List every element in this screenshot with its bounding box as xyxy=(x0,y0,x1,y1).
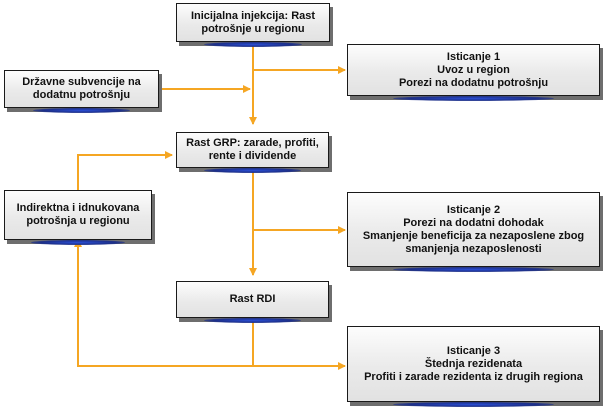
indirect-line2: potrošnja u regionu xyxy=(26,215,130,227)
rdi-line1: Rast RDI xyxy=(229,293,276,305)
arrow-rdi-to-leak3 xyxy=(252,318,346,370)
subsidies-line2: dodatnu potrošnju xyxy=(32,89,131,101)
grp-line2: rente i dividende xyxy=(208,150,297,162)
leak2-line2: Smanjenje beneficija za nezaposlene zbog xyxy=(362,229,585,242)
leak3-title: Isticanje 3 xyxy=(446,344,501,357)
grp-line1: Rast GRP: zarade, profiti, xyxy=(186,137,319,149)
leak3-line2: Profiti i zarade rezidenta iz drugih reg… xyxy=(364,370,583,383)
box-leakage-3: Isticanje 3 Štednja rezidenata Profiti i… xyxy=(347,326,600,407)
leak3-line1: Štednja rezidenata xyxy=(424,357,523,370)
box-government-subsidies: Državne subvencije na dodatnu potrošnju xyxy=(4,70,159,113)
box-grp-growth: Rast GRP: zarade, profiti, rente i divid… xyxy=(176,132,329,173)
box-leakage-1: Isticanje 1 Uvoz u region Porezi na doda… xyxy=(347,44,600,101)
leak2-line1: Porezi na dodatni dohodak xyxy=(403,216,544,229)
leak1-line1: Uvoz u region xyxy=(437,63,510,76)
leak2-title: Isticanje 2 xyxy=(446,203,501,216)
arrow-loop-to-indirect xyxy=(74,239,253,367)
leak1-title: Isticanje 1 xyxy=(446,50,501,63)
box-leakage-2: Isticanje 2 Porezi na dodatni dohodak Sm… xyxy=(347,192,600,272)
leak2-line3: smanjenja nezaposlenosti xyxy=(405,242,542,255)
injection-line2: potrošnje u regionu xyxy=(201,22,305,35)
box-initial-injection: Inicijalna injekcija: Rast potrošnje u r… xyxy=(176,3,330,47)
injection-line1: Inicijalna injekcija: Rast xyxy=(190,9,316,22)
box-indirect-induced-spending: Indirektna i idnukovana potrošnja u regi… xyxy=(4,190,152,245)
subsidies-line1: Državne subvencije na xyxy=(22,76,141,88)
arrow-indirect-to-grp xyxy=(77,151,173,190)
indirect-line1: Indirektna i idnukovana xyxy=(16,202,140,214)
leak1-line2: Porezi na dodatnu potrošnju xyxy=(398,76,549,89)
box-rdi-growth: Rast RDI xyxy=(176,281,329,323)
